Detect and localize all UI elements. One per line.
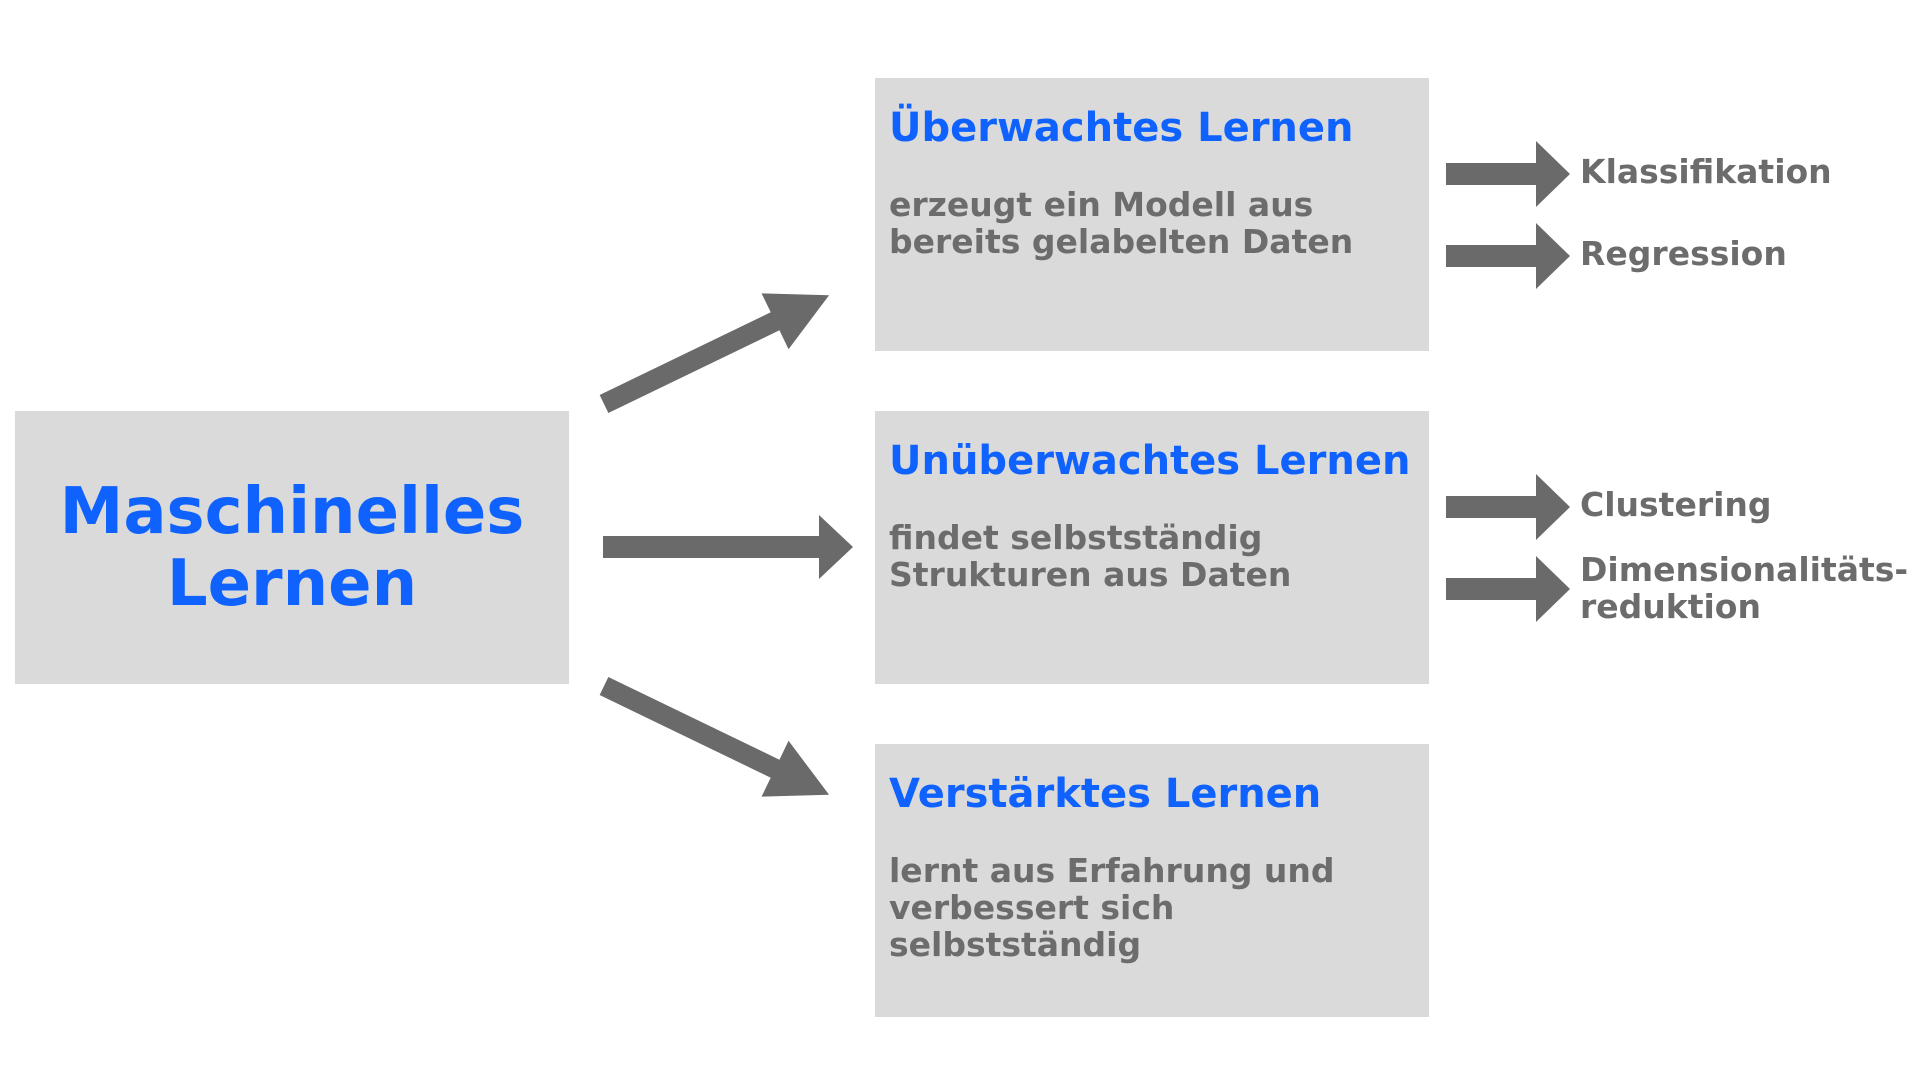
subtype-regression: Regression	[1580, 234, 1787, 273]
subtype-dimensionality-reduction: Dimensionalitäts- reduktion	[1580, 550, 1909, 626]
category-box-supervised: Überwachtes Lernen erzeugt ein Modell au…	[875, 78, 1429, 351]
arrow-to-reinforcement	[599, 676, 830, 797]
category-description-unsupervised: findet selbstständig Strukturen aus Date…	[889, 518, 1292, 594]
category-title-reinforcement: Verstärktes Lernen	[889, 771, 1322, 817]
main-concept-title: Maschinelles Lernen	[59, 474, 525, 621]
arrow-to-supervised	[599, 293, 830, 414]
arrow-to-klassifikation	[1446, 141, 1570, 207]
arrow-to-clustering	[1446, 474, 1570, 540]
category-box-reinforcement: Verstärktes Lernen lernt aus Erfahrung u…	[875, 744, 1429, 1017]
category-description-reinforcement: lernt aus Erfahrung und verbessert sich …	[889, 851, 1335, 964]
arrow-to-dimensionality-reduction	[1446, 556, 1570, 622]
arrow-to-regression	[1446, 223, 1570, 289]
main-concept-box: Maschinelles Lernen	[15, 411, 569, 684]
category-box-unsupervised: Unüberwachtes Lernen findet selbstständi…	[875, 411, 1429, 684]
category-title-unsupervised: Unüberwachtes Lernen	[889, 438, 1411, 484]
category-title-supervised: Überwachtes Lernen	[889, 105, 1354, 151]
subtype-clustering: Clustering	[1580, 485, 1772, 524]
arrow-to-unsupervised	[603, 515, 853, 579]
category-description-supervised: erzeugt ein Modell aus bereits gelabelte…	[889, 185, 1354, 261]
subtype-klassifikation: Klassifikation	[1580, 152, 1832, 191]
